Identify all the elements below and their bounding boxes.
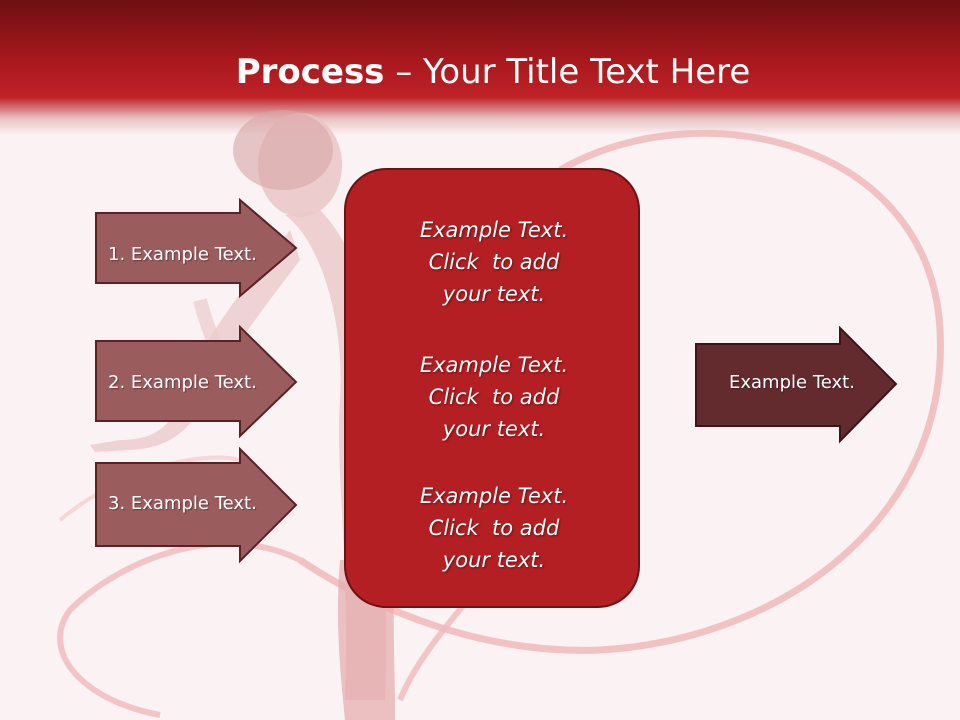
input-arrow-2-label: 2. Example Text. [108, 372, 257, 393]
center-text-block-1: Example Text. Click to add your text. [346, 214, 642, 310]
header-band [0, 0, 960, 135]
output-arrow[interactable] [694, 326, 900, 446]
output-arrow-label: Example Text. [729, 372, 855, 393]
input-arrow-3[interactable] [94, 447, 300, 565]
center-process-box[interactable]: Example Text. Click to add your text. Ex… [344, 168, 640, 608]
input-arrow-2[interactable] [94, 325, 300, 440]
title-rest: – Your Title Text Here [384, 52, 751, 92]
center-line: Example Text. [419, 218, 569, 242]
input-arrow-1-label: 1. Example Text. [108, 244, 257, 265]
center-line: your text. [442, 282, 546, 306]
center-line: Example Text. [419, 353, 569, 377]
input-arrow-1[interactable] [94, 198, 300, 300]
center-text-block-2: Example Text. Click to add your text. [346, 349, 642, 445]
center-text-block-3: Example Text. Click to add your text. [346, 480, 642, 576]
center-line: your text. [442, 417, 546, 441]
slide-title[interactable]: Process – Your Title Text Here [0, 52, 960, 92]
center-line: Click to add [428, 516, 560, 540]
center-line: Click to add [428, 250, 560, 274]
center-line: Example Text. [419, 484, 569, 508]
input-arrow-3-label: 3. Example Text. [108, 493, 257, 514]
center-line: your text. [442, 548, 546, 572]
center-line: Click to add [428, 385, 560, 409]
title-bold: Process [235, 52, 385, 92]
